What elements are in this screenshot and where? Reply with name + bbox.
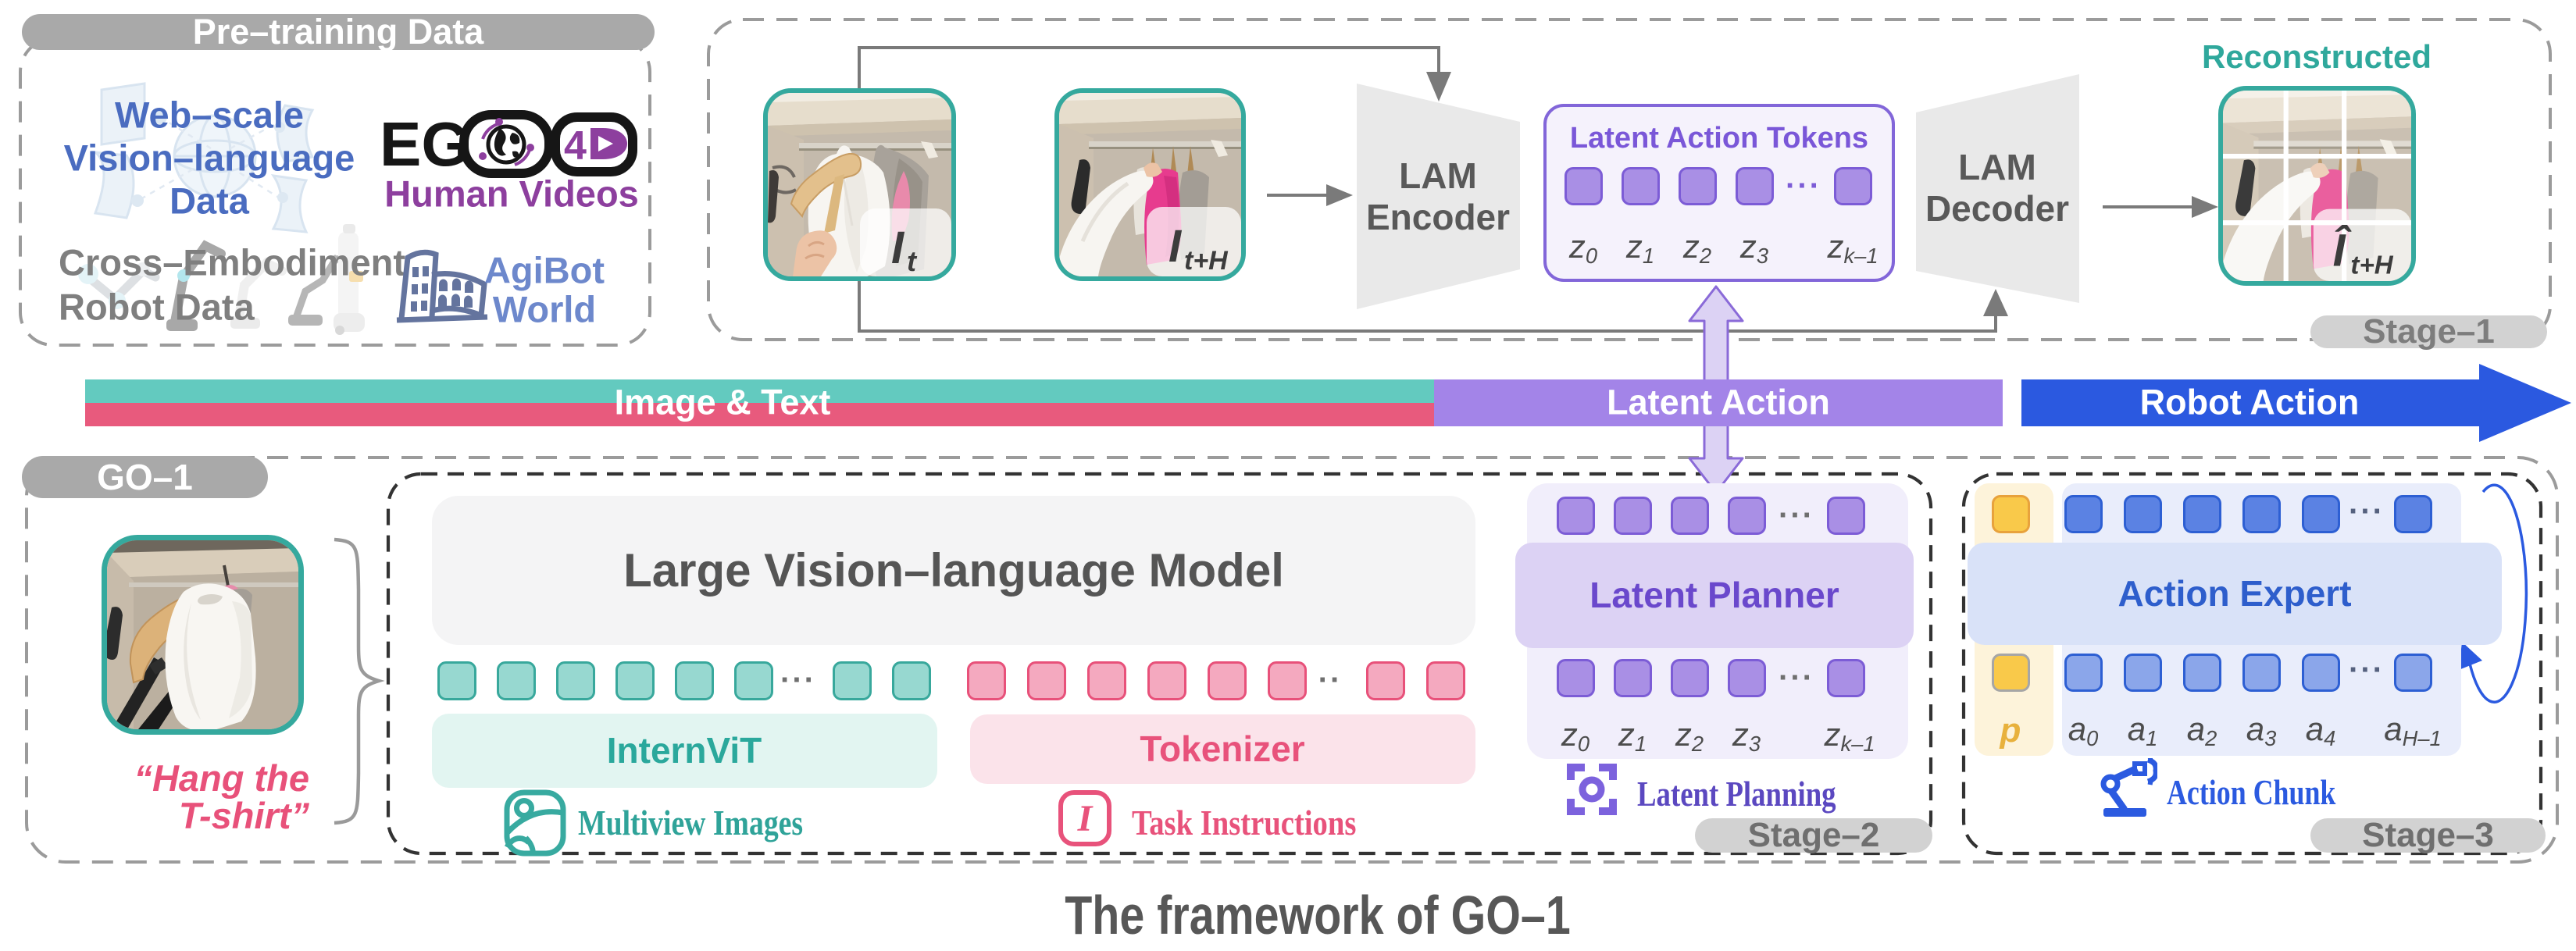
svg-text:t: t [907,245,918,276]
svg-text:t+H: t+H [2350,251,2393,280]
svg-text:t+H: t+H [1184,246,1229,276]
svg-text:I: I [891,223,905,273]
svg-text:4: 4 [564,123,587,169]
svg-text:I: I [1077,798,1094,839]
svg-text:I: I [1168,221,1183,272]
svg-text:EG: EG [383,109,470,178]
